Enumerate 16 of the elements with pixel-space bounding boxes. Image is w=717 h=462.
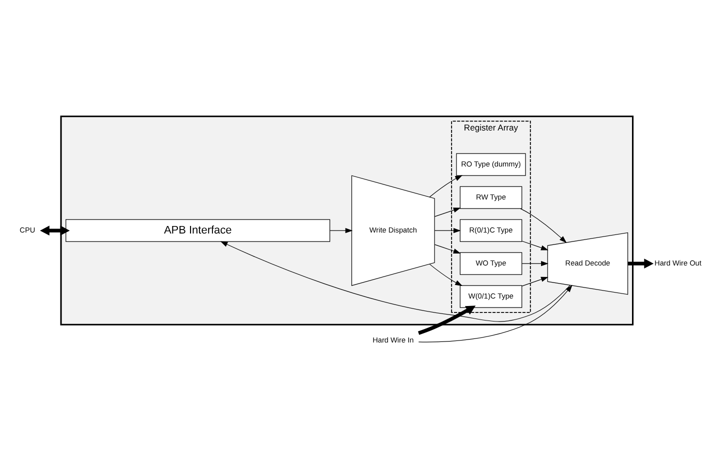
arrow [520,208,567,242]
arrow [429,174,463,197]
arrow [418,305,476,334]
node-box: APB Interface [66,218,330,242]
arrow [522,240,548,250]
arrow [522,260,548,266]
arrow [220,240,570,322]
arrow [434,228,461,233]
arrow [40,225,70,236]
arrow [434,244,461,254]
arrow [434,207,461,216]
arrow [429,263,463,286]
arrow [628,258,654,268]
arrow [330,228,353,233]
arrow [522,276,548,286]
arrow [418,284,572,342]
